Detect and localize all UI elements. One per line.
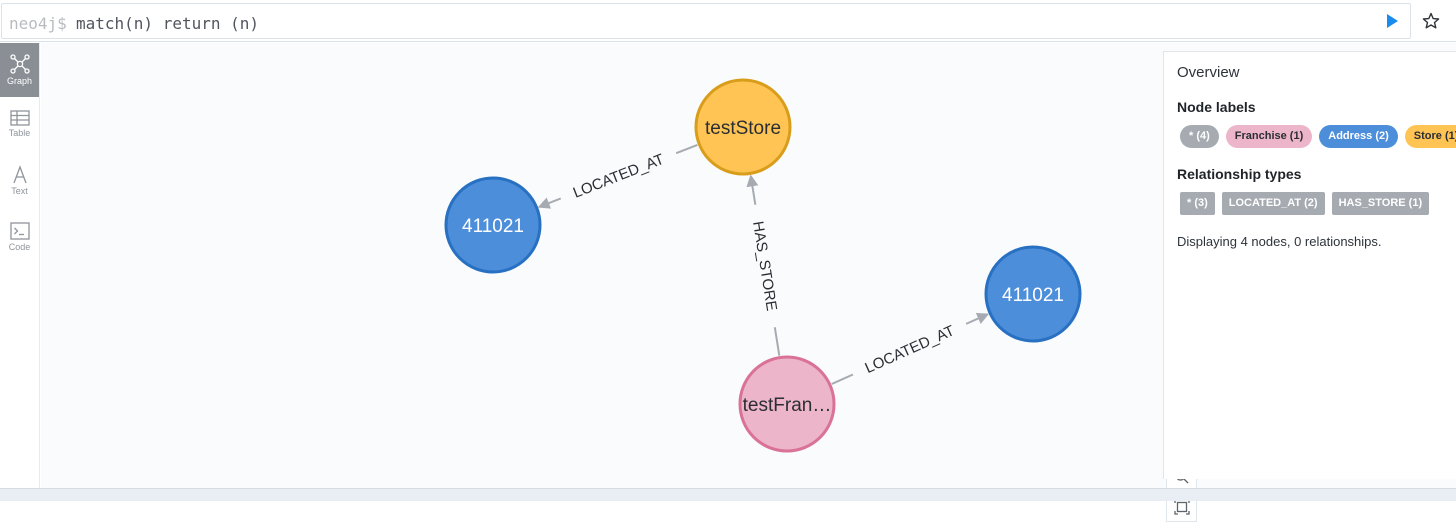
play-icon	[1387, 14, 1398, 28]
relationship-types-list: * (3) LOCATED_AT (2) HAS_STORE (1)	[1180, 192, 1430, 215]
favorite-button[interactable]	[1420, 10, 1442, 32]
view-mode-sidebar: Graph Table Text Code	[0, 43, 40, 488]
view-graph-label: Graph	[6, 76, 32, 86]
text-icon	[12, 165, 27, 184]
graph-visualization[interactable]: LOCATED_AT HAS_STORE LOCATED_AT testStore 4…	[41, 43, 1456, 488]
node-label-all[interactable]: * (4)	[1180, 125, 1219, 148]
graph-node-store[interactable]: testStore	[694, 78, 792, 176]
node-circle[interactable]	[444, 176, 542, 274]
node-circle[interactable]	[738, 355, 836, 453]
relationship-line[interactable]	[773, 327, 781, 356]
relationship-type-has-store[interactable]: HAS_STORE (1)	[1331, 192, 1430, 215]
view-graph-button[interactable]: Graph	[0, 43, 39, 97]
view-code-label: Code	[8, 242, 31, 252]
view-table-label: Table	[8, 128, 31, 138]
relationship-caption: LOCATED_AT	[862, 322, 957, 377]
node-label-store[interactable]: Store (1)	[1404, 125, 1456, 148]
relationship-caption: LOCATED_AT	[571, 151, 667, 202]
relationship-arrow[interactable]	[746, 174, 759, 205]
overview-status: Displaying 4 nodes, 0 relationships.	[1177, 234, 1382, 249]
relationship-types-heading: Relationship types	[1177, 166, 1302, 182]
node-label-franchise[interactable]: Franchise (1)	[1225, 125, 1313, 148]
relationship-caption: HAS_STORE	[749, 220, 780, 312]
view-text-button[interactable]: Text	[0, 155, 39, 209]
node-labels-heading: Node labels	[1177, 99, 1256, 115]
node-circle[interactable]	[694, 78, 792, 176]
graph-node-address[interactable]: 411021	[984, 245, 1082, 343]
node-circle[interactable]	[984, 245, 1082, 343]
relationship-line[interactable]	[831, 373, 854, 385]
node-caption: testFran…	[743, 395, 832, 416]
view-code-button[interactable]: Code	[0, 211, 39, 265]
view-table-button[interactable]: Table	[0, 99, 39, 153]
relationship-line[interactable]	[675, 143, 698, 155]
bottom-strip	[0, 488, 1456, 501]
node-label-address[interactable]: Address (2)	[1319, 125, 1398, 148]
graph-node-franchise[interactable]: testFran…	[738, 355, 836, 453]
query-editor[interactable]: neo4j$ match(n) return (n)	[1, 3, 1411, 39]
node-caption: 411021	[1002, 285, 1064, 306]
relationship-arrow[interactable]	[537, 197, 562, 209]
code-icon	[9, 222, 30, 240]
fit-to-screen-icon	[1174, 499, 1190, 515]
fit-to-screen-button[interactable]	[1174, 499, 1190, 515]
graph-icon	[9, 54, 30, 74]
relationship-arrow[interactable]	[965, 313, 990, 325]
overview-title: Overview	[1177, 64, 1240, 81]
overview-panel: Overview Node labels * (4) Franchise (1)…	[1163, 51, 1456, 479]
table-icon	[9, 110, 30, 126]
query-input[interactable]: match(n) return (n)	[76, 14, 260, 33]
query-editor-bar: neo4j$ match(n) return (n)	[0, 0, 1456, 42]
view-text-label: Text	[11, 186, 28, 196]
node-caption: 411021	[462, 216, 524, 237]
graph-node-address[interactable]: 411021	[444, 176, 542, 274]
node-caption: testStore	[705, 118, 781, 139]
relationship-type-all[interactable]: * (3)	[1180, 192, 1215, 215]
run-query-button[interactable]	[1381, 11, 1401, 31]
node-labels-list: * (4) Franchise (1) Address (2) Store (1…	[1180, 125, 1456, 148]
relationship-type-located-at[interactable]: LOCATED_AT (2)	[1221, 192, 1325, 215]
editor-prompt: neo4j$	[9, 14, 67, 33]
star-icon	[1422, 12, 1440, 29]
